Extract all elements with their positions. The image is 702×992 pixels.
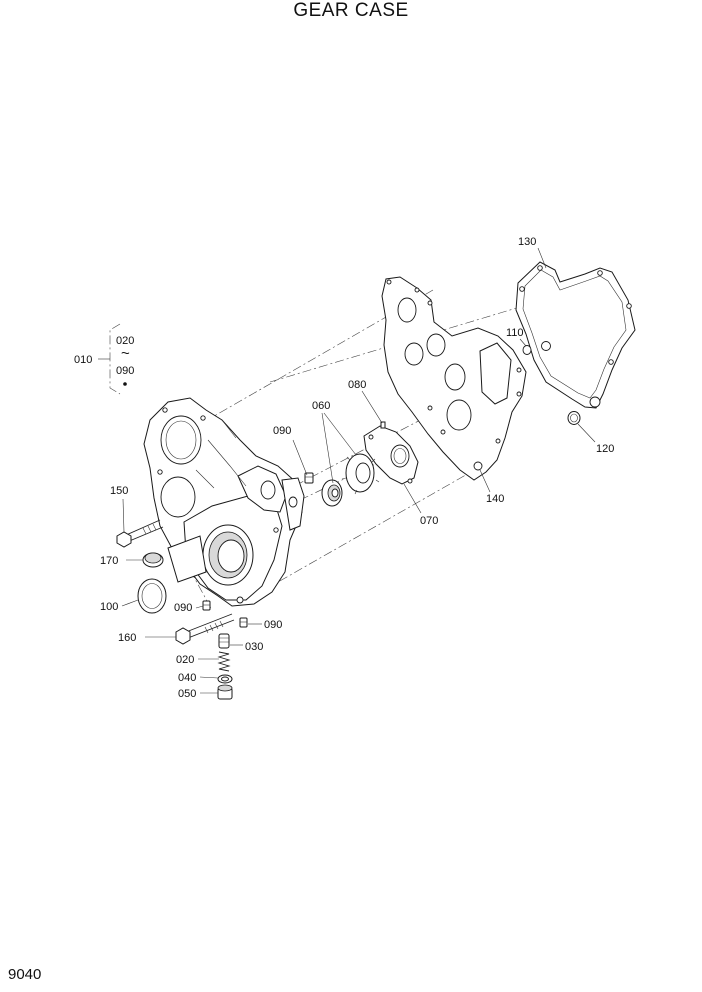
callout-160: 160 [118,632,136,644]
rotor-inner-060 [321,479,343,507]
bolt-090-upper [304,472,314,484]
bolt-150 [116,519,164,548]
callout-090-left: 090 [174,602,192,614]
bolt-090-left [202,600,211,611]
gasket-130 [515,261,636,409]
callout-060: 060 [312,400,330,412]
plug-050 [217,684,233,700]
plug-170 [142,552,164,568]
callout-090-top: 090 [273,425,291,437]
callout-labels: 130 110 120 140 080 060 070 090 150 170 … [100,236,614,700]
front-plate-140 [381,276,527,481]
callout-150: 150 [110,485,128,497]
o-ring-110 [522,345,532,355]
group-range-start: 020 [116,335,134,347]
callout-050: 050 [178,688,196,700]
group-range-symbol: ~ [121,345,130,362]
o-ring-120 [567,411,581,425]
callout-120: 120 [596,443,614,455]
spring-020 [217,651,231,672]
rotor-outer-060 [341,453,380,495]
callout-140: 140 [486,493,504,505]
callout-130: 130 [518,236,536,248]
group-bracket: 010 020 ~ 090 [74,323,134,395]
callout-170: 170 [100,555,118,567]
callout-030: 030 [245,641,263,653]
gear-case-housing [143,397,305,607]
callout-020: 020 [176,654,194,666]
pump-cover-070 [363,425,419,485]
callout-090-right: 090 [264,619,282,631]
page-title: GEAR CASE [293,0,409,21]
group-range-end: 090 [116,365,134,377]
pin-080 [380,421,386,429]
callout-080: 080 [348,379,366,391]
washer-040 [217,674,233,684]
group-label-010: 010 [74,354,92,366]
bolt-160 [175,613,235,645]
oil-seal-100 [137,578,167,614]
callout-040: 040 [178,672,196,684]
page-number: 9040 [8,966,42,983]
bolt-090-right [239,617,248,628]
callout-070: 070 [420,515,438,527]
callout-110: 110 [506,327,524,339]
callout-100: 100 [100,601,118,613]
valve-030 [218,633,230,649]
leader-lines [121,247,596,694]
